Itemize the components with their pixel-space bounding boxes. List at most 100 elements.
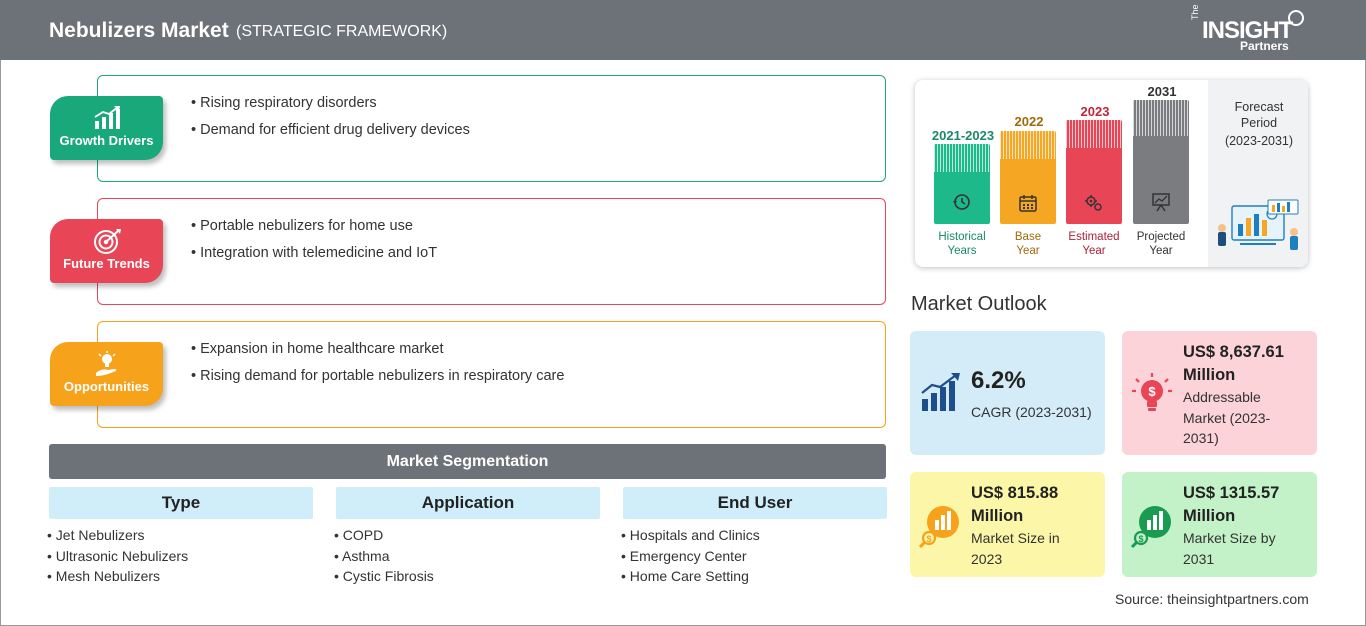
value-line: Million [1183,366,1236,384]
calendar-icon [1019,195,1037,212]
segment-column-type: Type Jet Nebulizers Ultrasonic Nebulizer… [49,487,313,589]
logo-partners-text: Partners [1240,39,1289,53]
growth-drivers-label: Growth Drivers [59,133,154,148]
caption-line: Estimated [1068,231,1120,243]
label-line: 2031 [1183,550,1215,567]
list-item: Rising respiratory disorders [191,95,470,111]
value-line: US$ 1315.57 [1183,484,1280,502]
timeline-caption: Estimated Year [1054,230,1134,258]
market-size-2023-card: $ US$ 815.88 Million Market Size in 2023 [910,472,1105,577]
timeline-caption: Base Year [988,230,1068,258]
growth-chart-icon [94,106,120,129]
history-icon [953,194,970,210]
timeline-caption: Historical Years [922,230,1002,258]
source-text: Source: theinsightpartners.com [1115,591,1309,607]
presentation-icon [1152,193,1170,212]
label-line: Market Size by [1183,530,1276,546]
growth-bars-icon [921,373,960,411]
header-bar: Nebulizers Market (STRATEGIC FRAMEWORK) … [0,0,1366,60]
forecast-period-label: Forecast Period (2023-2031) [1217,99,1301,149]
timeline-bar [1066,120,1122,224]
caption-line: Year [1016,245,1040,257]
future-trends-label: Future Trends [63,256,150,271]
list-item: Mesh Nebulizers [47,568,313,589]
future-trends-card: Portable nebulizers for home use Integra… [97,198,886,305]
list-item: Integration with telemedicine and IoT [191,245,437,261]
target-icon [93,229,121,254]
addressable-market-value: US$ 8,637.61 Million Addressable Market … [1183,341,1284,449]
bar-stripes [1133,100,1189,136]
bar-stripes [1066,120,1122,148]
caption-line: Years [947,245,977,257]
opportunities-label: Opportunities [63,379,150,394]
list-item: Rising demand for portable nebulizers in… [191,368,564,384]
bar-stripes [934,144,990,172]
cagr-value: 6.2% [971,367,1026,394]
svg-text:$: $ [926,534,931,544]
list-item: Cystic Fibrosis [334,568,600,589]
forecast-line: Forecast [1234,100,1284,114]
timeline-caption: Projected Year [1121,230,1201,258]
list-item: Hospitals and Clinics [621,527,887,548]
svg-text:$: $ [1138,534,1143,544]
segment-column-end-user: End User Hospitals and Clinics Emergency… [623,487,887,589]
timeline-bar [1000,131,1056,224]
timeline-bar [1133,100,1189,224]
addressable-market-card: $ US$ 8,637.61 Million Addressable Marke… [1122,331,1317,455]
future-trends-badge: Future Trends [50,219,163,283]
cagr-label: CAGR (2023-2031) [971,404,1092,420]
cagr-card: 6.2% CAGR (2023-2031) [910,331,1105,455]
market-segmentation-heading: Market Segmentation [49,444,886,479]
caption-line: Year [1149,245,1173,257]
segment-header: Type [49,487,313,519]
list-item: Emergency Center [621,548,887,569]
future-trends-list: Portable nebulizers for home use Integra… [191,218,437,272]
logo-insight-text: INSIGHT [1202,17,1293,44]
label-line: Addressable [1183,389,1261,405]
insight-partners-logo: The INSIGHT Partners [1190,4,1310,54]
label-line: Market Size in [971,530,1060,546]
timeline-panel: 2021-2023 Historical Years 2022 [915,80,1308,267]
timeline-year: 2023 [1080,104,1110,119]
coin-chart-icon: $ [918,506,959,548]
growth-drivers-list: Rising respiratory disorders Demand for … [191,95,470,149]
lightbulb-hand-icon [95,351,116,376]
opportunities-card: Expansion in home healthcare market Risi… [97,321,886,428]
caption-line: Base [1014,231,1042,243]
growth-drivers-card: Rising respiratory disorders Demand for … [97,75,886,182]
segment-column-application: Application COPD Asthma Cystic Fibrosis [336,487,600,589]
value-line: US$ 815.88 [971,484,1059,502]
coin-chart-icon: $ [1130,506,1171,548]
money-bulb-icon: $ [1132,373,1172,411]
label-line: 2023 [971,550,1003,567]
caption-line: Projected [1136,231,1186,243]
segment-list: COPD Asthma Cystic Fibrosis [334,527,600,589]
timeline-bar [934,144,990,224]
value-line: US$ 8,637.61 [1183,343,1284,361]
caption-line: Historical [938,231,986,243]
logo-the-text: The [1190,4,1200,20]
market-outlook-title: Market Outlook [911,293,1047,315]
segment-list: Jet Nebulizers Ultrasonic Nebulizers Mes… [47,527,313,589]
page-title: Nebulizers Market [49,19,229,42]
page-subtitle: (STRATEGIC FRAMEWORK) [236,23,448,40]
list-item: COPD [334,527,600,548]
list-item: Demand for efficient drug delivery devic… [191,122,470,138]
value-line: Million [1183,507,1236,525]
opportunities-badge: Opportunities [50,342,163,406]
segment-header: Application [336,487,600,519]
timeline-year: 2022 [1014,114,1044,129]
timeline-year: 2031 [1147,84,1177,99]
market-size-2023-value: US$ 815.88 Million Market Size in 2023 [971,482,1060,569]
svg-text:$: $ [1148,384,1156,399]
segment-header: End User [623,487,887,519]
analytics-people-illustration [1218,199,1299,250]
forecast-line: (2023-2031) [1224,134,1294,148]
market-size-2031-card: $ US$ 1315.57 Million Market Size by 203… [1122,472,1317,577]
segment-list: Hospitals and Clinics Emergency Center H… [621,527,887,589]
list-item: Asthma [334,548,600,569]
list-item: Expansion in home healthcare market [191,341,564,357]
timeline-year: 2021-2023 [931,128,995,143]
list-item: Home Care Setting [621,568,887,589]
logo-circle-icon [1288,10,1304,26]
